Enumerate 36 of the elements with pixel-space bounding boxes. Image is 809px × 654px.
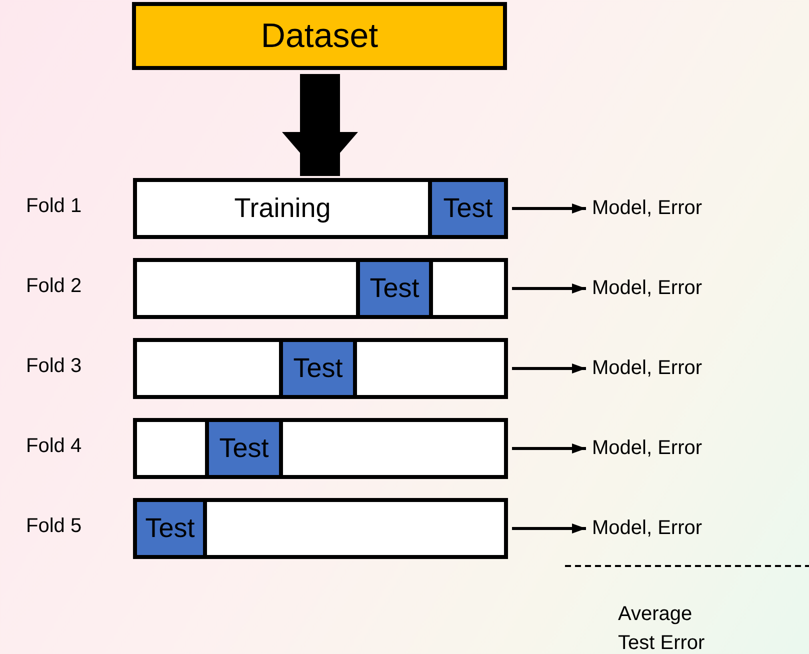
result-text: Model, Error	[592, 432, 762, 464]
average-label: Average Test Error	[618, 602, 706, 654]
dataset-box: Dataset	[132, 2, 507, 70]
training-segment	[433, 262, 504, 315]
result-text: Model, Error	[592, 512, 762, 544]
training-segment	[283, 422, 504, 475]
fold-label: Fold 4	[26, 435, 82, 458]
fold-bar	[133, 418, 508, 479]
fold-label: Fold 5	[26, 515, 82, 538]
fold-bar	[133, 258, 508, 319]
arrow	[512, 444, 586, 454]
result-text: Model, Error	[592, 352, 762, 384]
training-segment	[207, 502, 504, 555]
training-segment	[137, 422, 209, 475]
training-segment	[137, 342, 283, 395]
arrow	[512, 204, 586, 214]
arrow	[282, 74, 358, 176]
fold-bar	[133, 178, 508, 239]
fold-label: Fold 3	[26, 355, 82, 378]
test-segment: Test	[360, 262, 433, 315]
training-segment: Training	[137, 182, 432, 235]
test-segment: Test	[432, 182, 504, 235]
arrow	[512, 284, 586, 294]
test-segment: Test	[137, 502, 207, 555]
training-segment	[137, 262, 360, 315]
fold-bar	[133, 498, 508, 559]
fold-bar	[133, 338, 508, 399]
arrow	[512, 364, 586, 374]
test-segment: Test	[283, 342, 357, 395]
fold-label: Fold 1	[26, 195, 82, 218]
arrow	[512, 524, 586, 534]
training-segment	[357, 342, 504, 395]
result-text: Model, Error	[592, 272, 762, 304]
result-text: Model, Error	[592, 192, 762, 224]
test-segment: Test	[209, 422, 283, 475]
fold-label: Fold 2	[26, 275, 82, 298]
